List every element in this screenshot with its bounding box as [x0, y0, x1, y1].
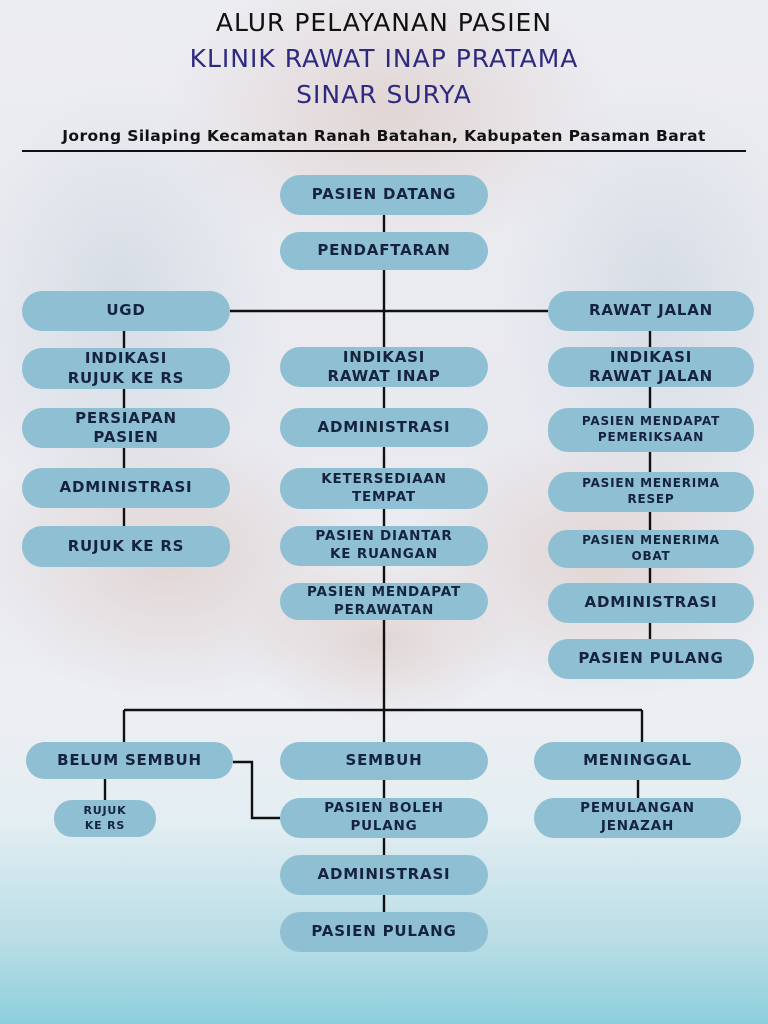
step-pasien-diantar: PASIEN DIANTAR KE RUANGAN: [280, 526, 488, 566]
step-rawat-jalan: RAWAT JALAN: [548, 291, 754, 331]
step-pasien-datang: PASIEN DATANG: [280, 175, 488, 215]
header-divider: [22, 150, 746, 152]
clinic-name: KLINIK RAWAT INAP PRATAMA: [189, 44, 579, 73]
step-pasien-boleh-pulang: PASIEN BOLEH PULANG: [280, 798, 488, 838]
step-pasien-menerima-resep: PASIEN MENERIMA RESEP: [548, 472, 754, 512]
step-indikasi-rawat-inap: INDIKASI RAWAT INAP: [280, 347, 488, 387]
step-sembuh-administrasi: ADMINISTRASI: [280, 855, 488, 895]
step-rujuk-ke-rs: RUJUK KE RS: [22, 526, 230, 567]
step-ugd-administrasi: ADMINISTRASI: [22, 468, 230, 508]
step-persiapan-pasien: PERSIAPAN PASIEN: [22, 408, 230, 448]
connector: [233, 760, 280, 820]
step-pasien-mendapat-perawatan: PASIEN MENDAPAT PERAWATAN: [280, 583, 488, 620]
clinic-name-line-2: SINAR SURYA: [296, 80, 472, 109]
outcome-meninggal: MENINGGAL: [534, 742, 741, 780]
step-pasien-mendapat-pemeriksaan: PASIEN MENDAPAT PEMERIKSAAN: [548, 408, 754, 452]
step-pemulangan-jenazah: PEMULANGAN JENAZAH: [534, 798, 741, 838]
step-ugd: UGD: [22, 291, 230, 331]
outcome-belum-sembuh: BELUM SEMBUH: [26, 742, 233, 779]
step-belum-sembuh-rujuk: RUJUK KE RS: [54, 800, 156, 837]
step-sembuh-pasien-pulang: PASIEN PULANG: [280, 912, 488, 952]
poster-title: ALUR PELAYANAN PASIEN: [215, 8, 553, 37]
step-inap-administrasi: ADMINISTRASI: [280, 408, 488, 447]
outcome-sembuh: SEMBUH: [280, 742, 488, 780]
step-jalan-pasien-pulang: PASIEN PULANG: [548, 639, 754, 679]
step-pendaftaran: PENDAFTARAN: [280, 232, 488, 270]
step-indikasi-rujuk: INDIKASI RUJUK KE RS: [22, 348, 230, 389]
clinic-address: Jorong Silaping Kecamatan Ranah Batahan,…: [62, 127, 706, 145]
step-jalan-administrasi: ADMINISTRASI: [548, 583, 754, 623]
step-pasien-menerima-obat: PASIEN MENERIMA OBAT: [548, 530, 754, 568]
step-ketersediaan-tempat: KETERSEDIAAN TEMPAT: [280, 468, 488, 509]
step-indikasi-rawat-jalan: INDIKASI RAWAT JALAN: [548, 347, 754, 387]
